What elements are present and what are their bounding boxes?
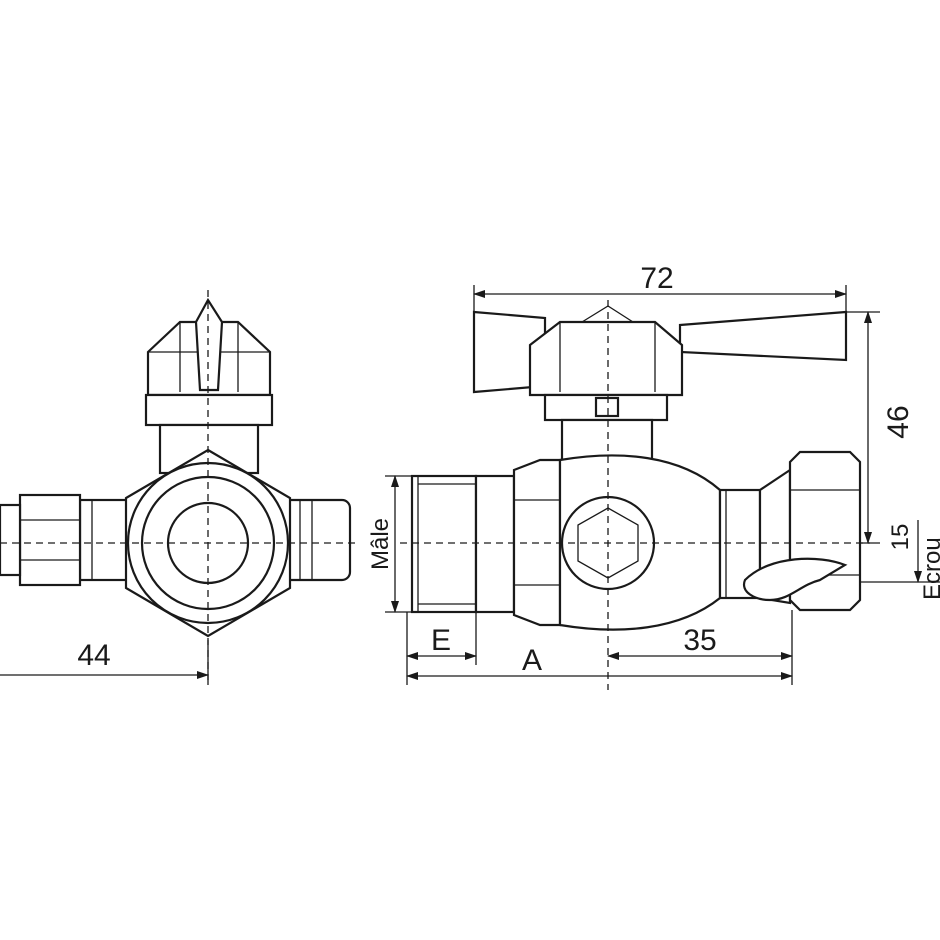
dim-72-label: 72 [640, 262, 673, 295]
end-view [0, 290, 360, 680]
dim-a-label: A [522, 644, 542, 677]
dim-35-label: 35 [683, 624, 716, 657]
dimension-72: 72 [473, 262, 847, 312]
male-label: Mâle [367, 518, 394, 570]
dimension-male: Mâle [367, 475, 412, 613]
dimension-e-a-35: E 35 A [406, 610, 793, 685]
dimension-46: 46 [846, 311, 915, 544]
dim-44-label: 44 [77, 639, 110, 672]
ecrou-label: Ecrou [919, 537, 940, 600]
side-view [400, 300, 870, 690]
dim-46-label: 46 [882, 405, 915, 438]
dimension-44: 44 [0, 639, 209, 685]
dim-e-label: E [431, 624, 451, 657]
dim-15-label: 15 [887, 524, 914, 551]
dimension-15: 15 Ecrou [860, 520, 940, 600]
